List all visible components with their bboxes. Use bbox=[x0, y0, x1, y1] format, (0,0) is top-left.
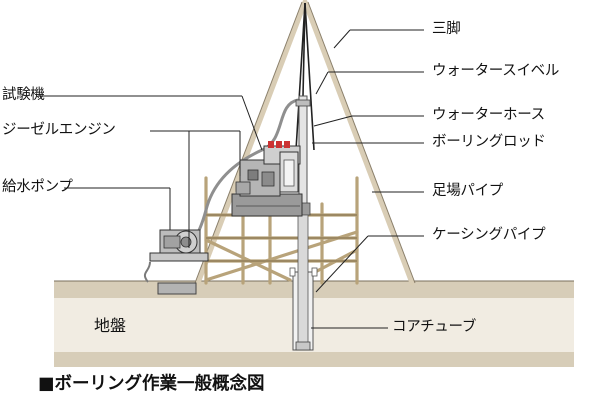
label-water-pump: 給水ポンプ bbox=[2, 179, 73, 195]
diagram-caption: ■ボーリング作業一般概念図 bbox=[38, 374, 265, 394]
label-test-machine: 試験機 bbox=[2, 87, 45, 103]
label-tripod: 三脚 bbox=[432, 21, 461, 37]
label-diesel-engine: ジーゼルエンジン bbox=[2, 122, 116, 138]
ground-block bbox=[54, 280, 574, 367]
cables bbox=[295, 2, 315, 151]
leader-lines bbox=[38, 29, 424, 329]
base-block bbox=[157, 282, 197, 295]
label-casing-pipe: ケーシングパイプ bbox=[432, 227, 546, 243]
casing-pipe bbox=[289, 214, 318, 351]
label-water-hose: ウォーターホース bbox=[432, 107, 545, 123]
label-scaffold-pipe: 足場パイプ bbox=[432, 183, 503, 199]
label-core-tube: コアチューブ bbox=[392, 319, 477, 335]
label-water-swivel: ウォータースイベル bbox=[432, 63, 560, 79]
water-pump bbox=[143, 229, 209, 283]
test-machine bbox=[231, 141, 303, 217]
scaffold-outline bbox=[206, 214, 357, 262]
label-ground: 地盤 bbox=[94, 316, 127, 335]
label-boring-rod: ボーリングロッド bbox=[432, 134, 546, 150]
